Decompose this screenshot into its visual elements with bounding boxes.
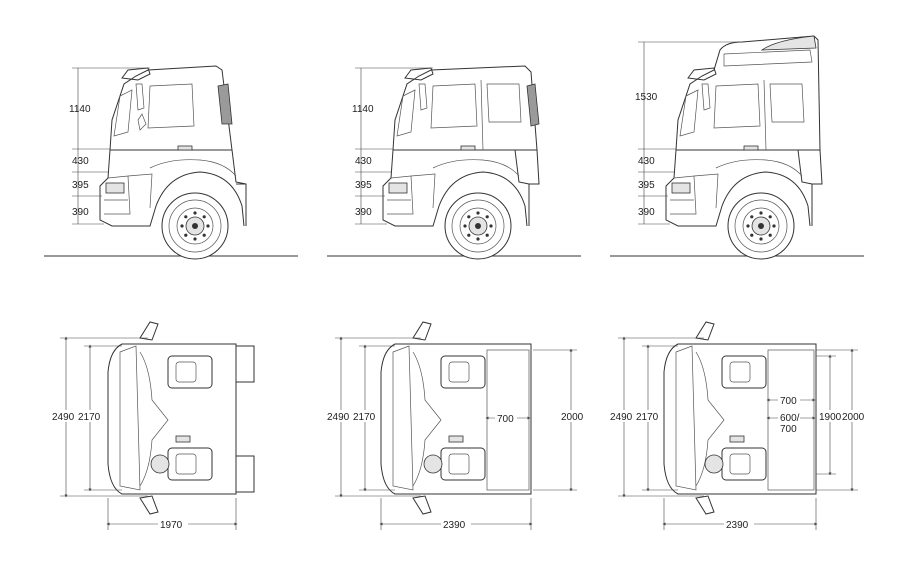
dim-inner-width: 2170 xyxy=(636,412,659,423)
dim-cab-length: 1970 xyxy=(160,520,183,531)
dim-outer-width: 2490 xyxy=(610,412,633,423)
dim-step-2: 395 xyxy=(355,180,372,191)
dim-step-2: 395 xyxy=(638,180,655,191)
dim-cab-height: 1140 xyxy=(352,104,374,115)
dim-step-1: 430 xyxy=(72,156,89,167)
top-view-high-roof-cab: 2490 2170 700 600/ 700 1900 2000 2390 xyxy=(608,321,866,531)
dim-step-1: 430 xyxy=(638,156,655,167)
dim-upper-bunk: 700 xyxy=(780,396,797,407)
dim-step-3: 390 xyxy=(72,207,89,218)
dim-step-2: 395 xyxy=(72,180,89,191)
top-view-day-cab: 2490 2170 1970 xyxy=(50,321,255,531)
dim-cab-height: 1530 xyxy=(635,92,658,103)
dim-outer-width: 2490 xyxy=(52,412,75,423)
dim-inner-width: 2170 xyxy=(78,412,101,423)
dim-lower-bunk-line2: 700 xyxy=(780,424,797,435)
dim-inner-width: 2170 xyxy=(353,412,376,423)
side-view-day-cab: 1140 430 395 390 xyxy=(44,65,298,260)
dim-step-3: 390 xyxy=(638,207,655,218)
dim-bunk-depth: 700 xyxy=(497,414,514,425)
dim-cab-length: 2390 xyxy=(443,520,466,531)
dim-step-1: 430 xyxy=(355,156,372,167)
side-view-sleeper-cab: 1140 430 395 390 xyxy=(327,65,581,260)
dim-bunk-length: 2000 xyxy=(561,412,584,423)
top-view-sleeper-cab: 2490 2170 700 2000 2390 xyxy=(325,321,584,531)
dim-lower-bunk-line1: 600/ xyxy=(780,413,800,424)
dim-cab-height: 1140 xyxy=(69,104,91,115)
dim-bunk-length-a: 1900 xyxy=(819,412,842,423)
dim-cab-length: 2390 xyxy=(726,520,749,531)
dim-step-3: 390 xyxy=(355,207,372,218)
side-view-high-roof-cab: 1530 430 395 390 xyxy=(610,35,864,260)
dim-bunk-length-b: 2000 xyxy=(842,412,865,423)
dim-outer-width: 2490 xyxy=(327,412,350,423)
